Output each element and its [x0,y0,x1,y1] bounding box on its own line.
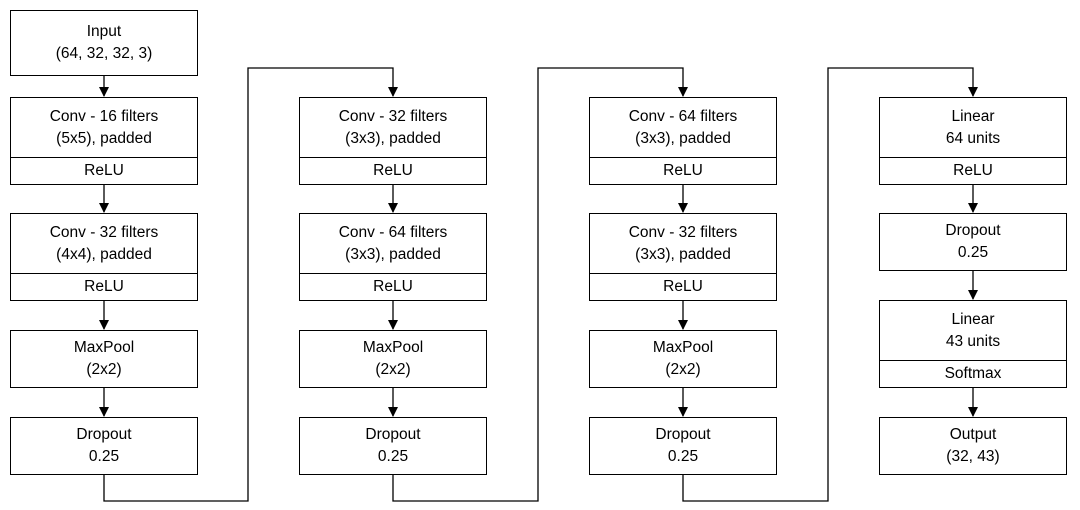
block-label-line: Output [949,425,997,443]
block-label: Dropout 0.25 [300,418,486,473]
activation-label: Softmax [880,360,1066,387]
block-label-line: MaxPool [362,338,424,356]
block-label-line: 0.25 [377,447,409,465]
column-link-arrow [103,67,398,502]
block-label-line: MaxPool [73,338,135,356]
activation-label: ReLU [880,157,1066,184]
block-label-line: Conv - 64 filters [628,107,738,125]
block-dropout: Dropout 0.25 [10,417,198,475]
block-label-line: Dropout [76,425,132,443]
block-maxpool: MaxPool (2x2) [10,330,198,388]
block-label-line: Conv - 64 filters [338,223,448,241]
block-output: Output (32, 43) [879,417,1067,475]
block-label-line: Linear [951,310,995,328]
block-label-line: (64, 32, 32, 3) [55,44,153,62]
block-label: Dropout 0.25 [590,418,776,473]
block-label: Conv - 16 filters (5x5), padded [11,98,197,157]
block-label-line: (4x4), padded [56,245,152,263]
block-label: Conv - 32 filters (4x4), padded [11,214,197,273]
block-label: MaxPool (2x2) [300,331,486,386]
block-label: Conv - 32 filters (3x3), padded [590,214,776,273]
block-label-line: 0.25 [88,447,120,465]
block-label: Conv - 64 filters (3x3), padded [300,214,486,273]
connector-layer [99,67,978,502]
block-label-line: (3x3), padded [635,129,731,147]
block-label-line: Dropout [365,425,421,443]
block-maxpool: MaxPool (2x2) [299,330,487,388]
block-label-line: (3x3), padded [345,245,441,263]
block-label-line: 0.25 [667,447,699,465]
block-label: MaxPool (2x2) [590,331,776,386]
block-label-line: 64 units [945,129,1001,147]
block-label-line: (5x5), padded [56,129,152,147]
block-dropout: Dropout 0.25 [879,213,1067,271]
block-label-line: Conv - 32 filters [49,223,159,241]
block-label-line: Conv - 16 filters [49,107,159,125]
block-label-line: (2x2) [86,360,122,378]
block-dropout: Dropout 0.25 [299,417,487,475]
activation-label: ReLU [590,157,776,184]
activation-label: ReLU [300,273,486,300]
block-label: Output (32, 43) [880,418,1066,473]
column-link-arrow [392,67,688,502]
block-label-line: (3x3), padded [635,245,731,263]
activation-label: ReLU [11,273,197,300]
block-label: Dropout 0.25 [11,418,197,473]
block-label-line: 0.25 [957,243,989,261]
activation-label: ReLU [300,157,486,184]
activation-label: ReLU [590,273,776,300]
block-label-line: Linear [951,107,995,125]
block-label-line: Conv - 32 filters [338,107,448,125]
block-label-line: (2x2) [375,360,411,378]
block-label: Conv - 64 filters (3x3), padded [590,98,776,157]
block-label: Linear 43 units [880,301,1066,360]
block-label-line: Dropout [655,425,711,443]
activation-label: ReLU [11,157,197,184]
block-label-line: MaxPool [652,338,714,356]
block-label: Linear 64 units [880,98,1066,157]
block-input: Input (64, 32, 32, 3) [10,10,198,76]
block-label-line: (2x2) [665,360,701,378]
block-label: Input (64, 32, 32, 3) [11,11,197,74]
block-label: Dropout 0.25 [880,214,1066,269]
column-link-arrow [682,67,978,502]
block-maxpool: MaxPool (2x2) [589,330,777,388]
block-label-line: (32, 43) [946,447,1000,465]
block-label: MaxPool (2x2) [11,331,197,386]
block-dropout: Dropout 0.25 [589,417,777,475]
block-label-line: Dropout [945,221,1001,239]
block-label: Conv - 32 filters (3x3), padded [300,98,486,157]
block-label-line: (3x3), padded [345,129,441,147]
block-label-line: Input [86,22,122,40]
block-label-line: 43 units [945,332,1001,350]
block-label-line: Conv - 32 filters [628,223,738,241]
